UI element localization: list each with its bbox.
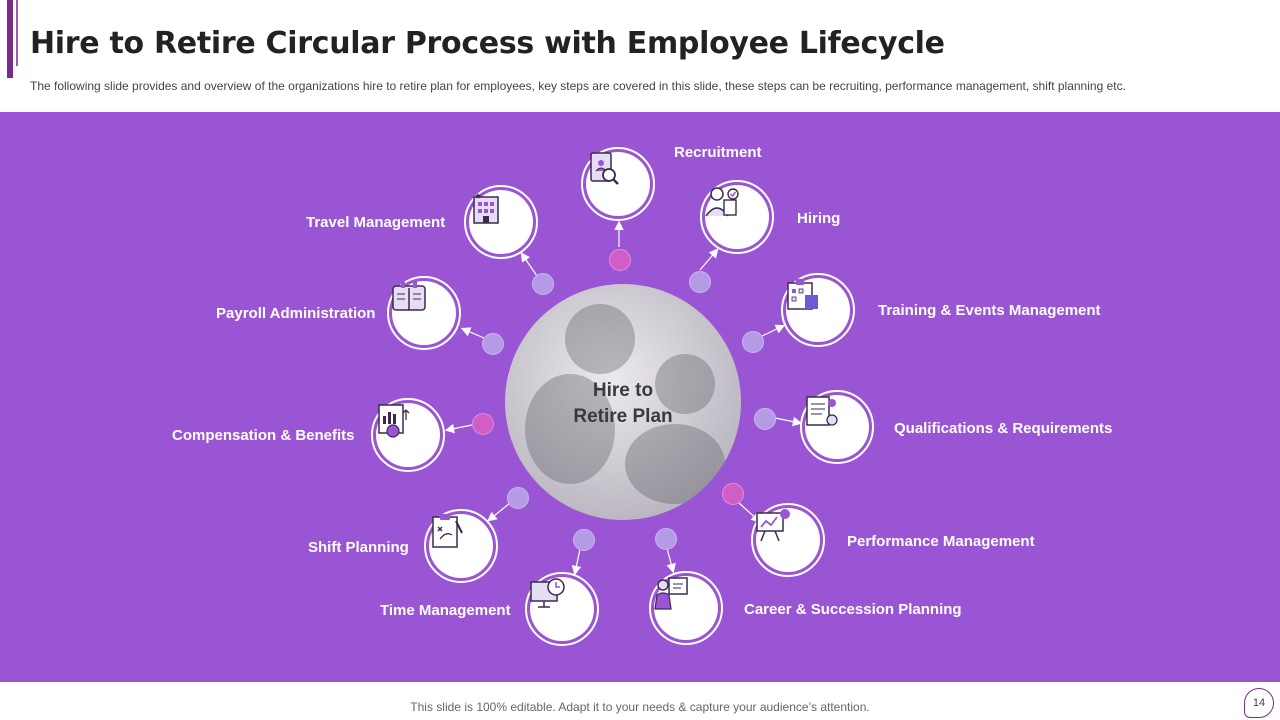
arrow-time — [571, 548, 582, 576]
travel-hotel-icon — [473, 193, 499, 224]
node-career — [649, 571, 723, 645]
connector-arrows — [444, 220, 803, 576]
step-label-performance: Performance Management — [847, 533, 1035, 550]
career-presentation-icon — [654, 577, 688, 610]
step-label-recruitment: Recruitment — [674, 144, 762, 161]
arrow-travel — [520, 252, 538, 277]
node-compensation — [371, 398, 445, 472]
time-monitor-clock-icon — [530, 578, 565, 608]
dot-hiring — [689, 271, 711, 293]
center-label: Hire to Retire Plan — [505, 378, 741, 430]
arrow-payroll — [460, 327, 485, 339]
dot-qualifications — [754, 408, 776, 430]
dot-payroll — [482, 333, 504, 355]
training-calendar-icon — [787, 279, 818, 310]
arrow-hiring — [699, 248, 719, 271]
arrow-qualifications — [774, 416, 803, 427]
step-label-time: Time Management — [380, 602, 511, 619]
shift-planning-clipboard-icon — [432, 514, 463, 548]
dot-compensation — [472, 413, 494, 435]
page-number-badge: 14 — [1244, 688, 1274, 718]
arrow-performance — [738, 502, 761, 523]
step-label-hiring: Hiring — [797, 210, 841, 227]
arrow-shift — [487, 502, 511, 522]
node-hiring — [700, 180, 774, 254]
dot-training — [742, 331, 764, 353]
node-travel — [464, 185, 538, 259]
node-performance — [751, 503, 825, 577]
performance-chart-icon — [756, 509, 790, 542]
node-qualifications — [800, 390, 874, 464]
page-number: 14 — [1252, 697, 1266, 709]
dot-time — [573, 529, 595, 551]
payroll-book-icon — [392, 282, 426, 311]
node-shift — [424, 509, 498, 583]
step-label-training: Training & Events Management — [878, 302, 1101, 319]
dot-shift — [507, 487, 529, 509]
hiring-person-icon — [705, 187, 739, 217]
step-label-career: Career & Succession Planning — [744, 601, 962, 618]
step-label-travel: Travel Management — [306, 214, 446, 231]
node-time — [525, 572, 599, 646]
dot-travel — [532, 273, 554, 295]
center-photo-circle: Hire to Retire Plan — [505, 284, 741, 520]
dot-career — [655, 528, 677, 550]
step-label-compensation: Compensation & Benefits — [172, 427, 355, 444]
node-recruitment — [581, 147, 655, 221]
qualifications-certificate-icon — [806, 396, 838, 426]
center-label-line2: Retire Plan — [573, 406, 673, 427]
step-label-qualifications: Qualifications & Requirements — [894, 420, 1113, 437]
title-accent-line — [16, 0, 18, 66]
page-title: Hire to Retire Circular Process with Emp… — [30, 26, 945, 61]
title-accent-bar — [7, 0, 13, 78]
compensation-money-icon — [378, 404, 410, 438]
center-label-line1: Hire to — [592, 380, 654, 401]
node-training — [781, 273, 855, 347]
arrow-compensation — [444, 423, 473, 434]
lifecycle-panel: Hire to Retire Plan — [0, 112, 1280, 682]
footer-text: This slide is 100% editable. Adapt it to… — [410, 700, 870, 714]
arrow-training — [761, 324, 786, 337]
dot-performance — [722, 483, 744, 505]
dot-recruitment — [609, 249, 631, 271]
step-label-shift: Shift Planning — [308, 539, 409, 556]
recruitment-search-icon — [590, 152, 619, 185]
arrow-career — [666, 547, 676, 574]
step-label-payroll: Payroll Administration — [216, 305, 376, 322]
node-payroll — [387, 276, 461, 350]
page-subtitle: The following slide provides and overvie… — [30, 79, 1126, 93]
